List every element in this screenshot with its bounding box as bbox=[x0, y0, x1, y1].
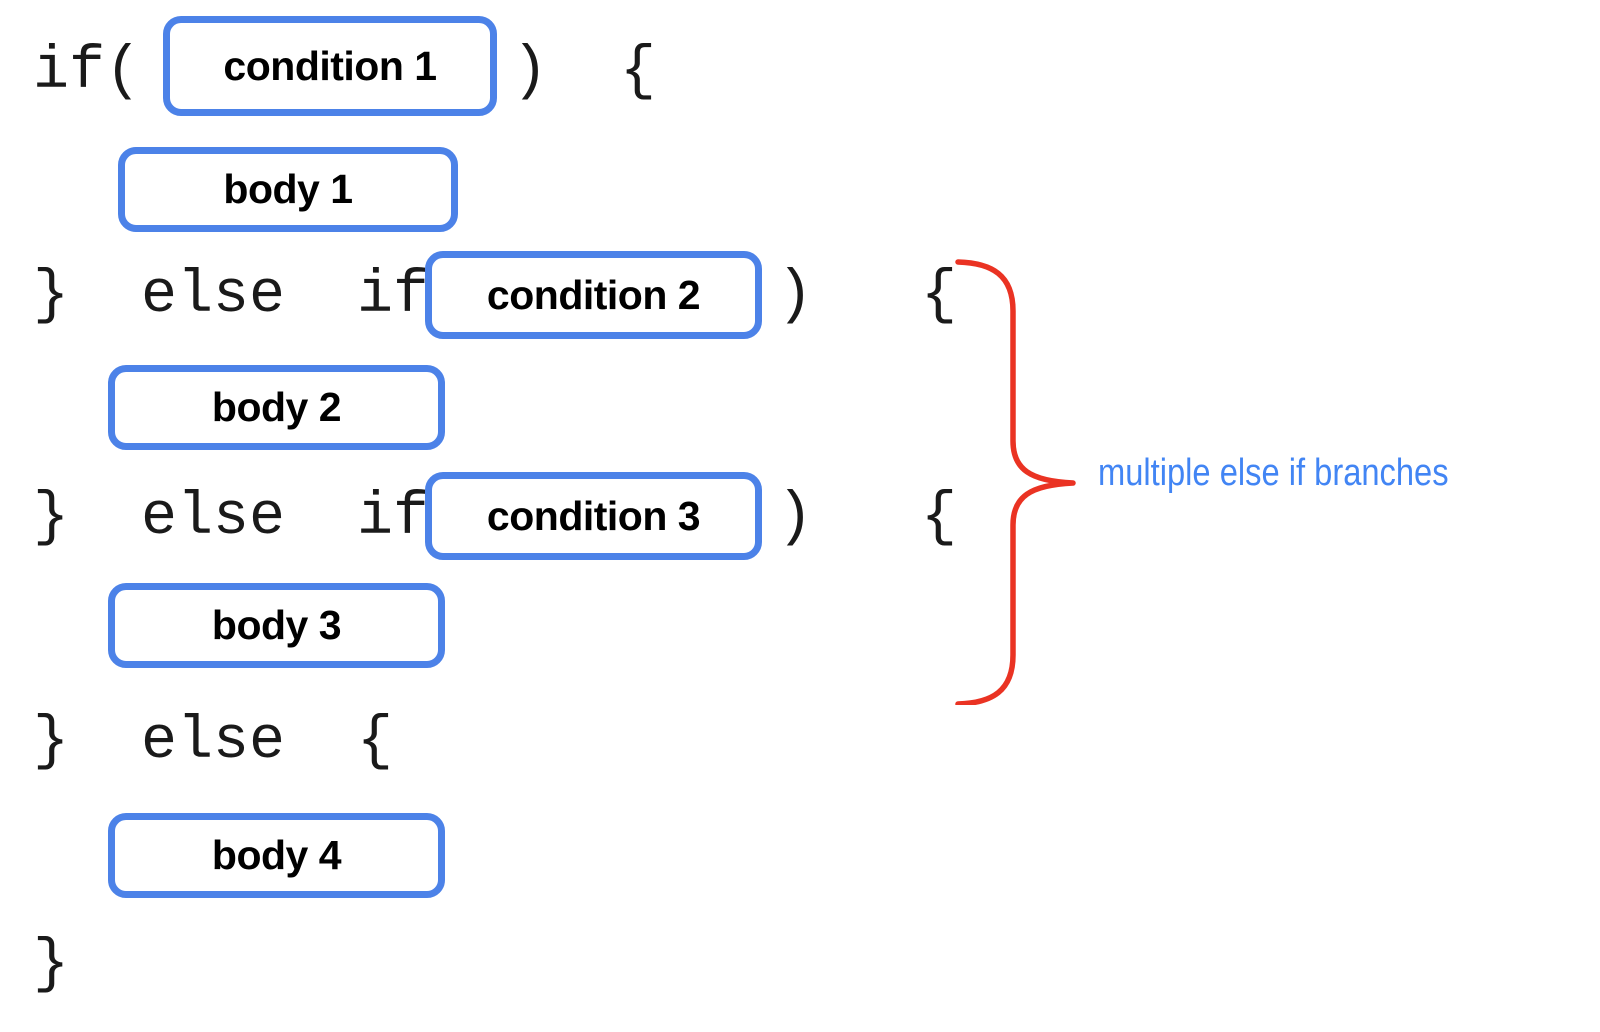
code-else: } else { bbox=[33, 708, 394, 776]
box-body-1-label: body 1 bbox=[223, 166, 353, 212]
box-body-2[interactable]: body 2 bbox=[108, 365, 445, 450]
code-line3-close: ) { bbox=[777, 484, 958, 552]
code-end-brace: } bbox=[33, 931, 70, 999]
box-condition-1-label: condition 1 bbox=[223, 42, 437, 89]
annotation-text: multiple else if branches bbox=[1098, 452, 1449, 494]
curly-brace-path bbox=[955, 259, 1076, 707]
box-body-1[interactable]: body 1 bbox=[118, 147, 458, 232]
box-condition-2-label: condition 2 bbox=[486, 271, 701, 318]
box-body-3-label: body 3 bbox=[211, 602, 342, 648]
box-condition-2[interactable]: condition 2 bbox=[425, 251, 762, 339]
box-body-2-label: body 2 bbox=[211, 384, 342, 430]
code-else-if-open-2: } else if( bbox=[33, 262, 466, 330]
code-line1-close: ) { bbox=[512, 38, 657, 106]
code-if-open: if( bbox=[33, 38, 142, 106]
box-condition-1[interactable]: condition 1 bbox=[163, 16, 497, 116]
box-condition-3[interactable]: condition 3 bbox=[425, 472, 762, 560]
code-line2-close: ) { bbox=[777, 262, 958, 330]
box-body-3[interactable]: body 3 bbox=[108, 583, 445, 668]
code-else-if-open-3: } else if( bbox=[33, 484, 466, 552]
box-body-4[interactable]: body 4 bbox=[108, 813, 445, 898]
box-condition-3-label: condition 3 bbox=[486, 492, 701, 539]
box-body-4-label: body 4 bbox=[211, 832, 342, 878]
